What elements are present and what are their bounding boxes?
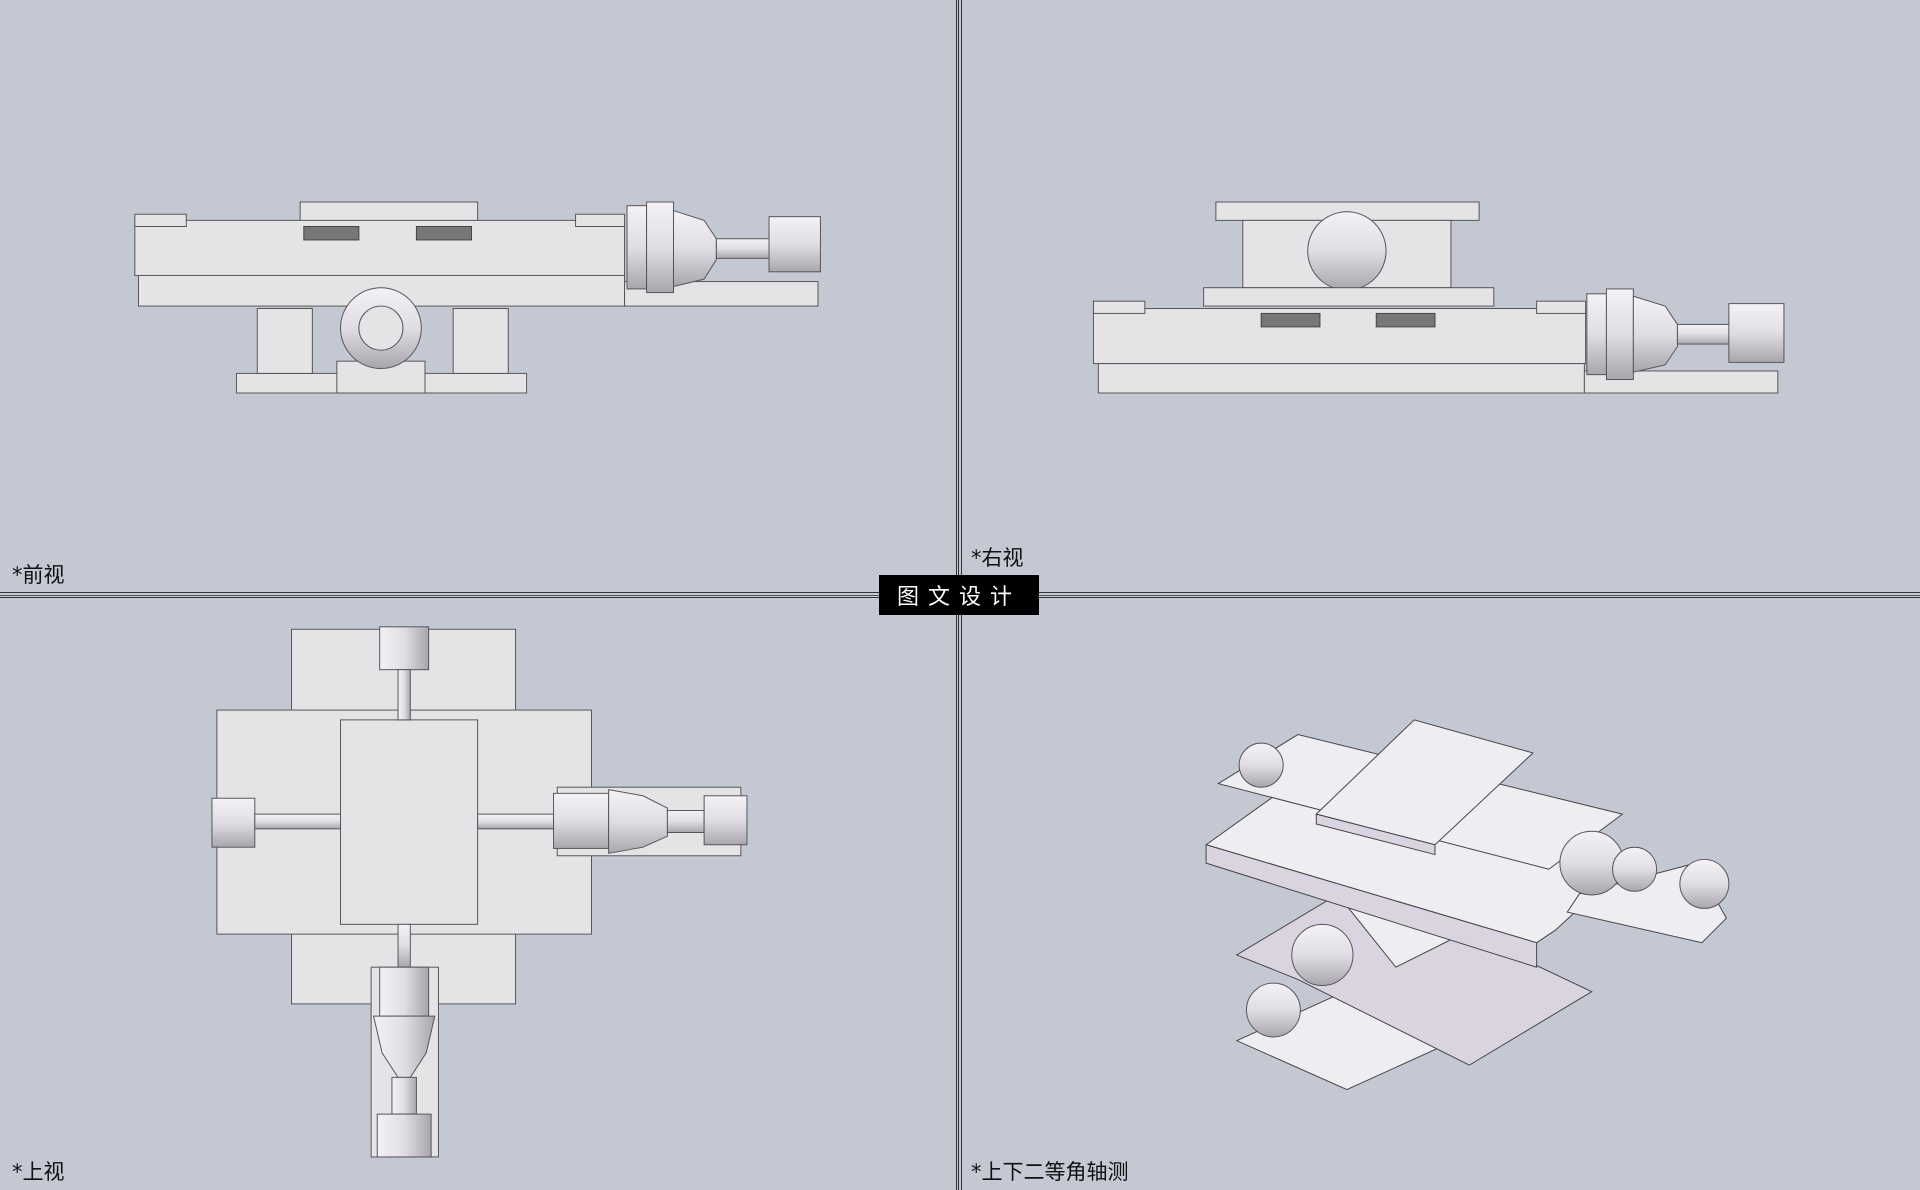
top-view-label: *上视 [12,1160,65,1184]
right-view-label: *右视 [971,546,1024,570]
front-view-label: *前视 [12,563,65,587]
front-view-model[interactable] [134,201,821,394]
isometric-view-label: *上下二等角轴测 [971,1160,1129,1184]
top-view-model[interactable] [211,626,748,1158]
watermark: 图文设计 [879,575,1039,615]
isometric-view-model[interactable] [1204,719,1730,1091]
right-view-model[interactable] [1092,201,1785,394]
